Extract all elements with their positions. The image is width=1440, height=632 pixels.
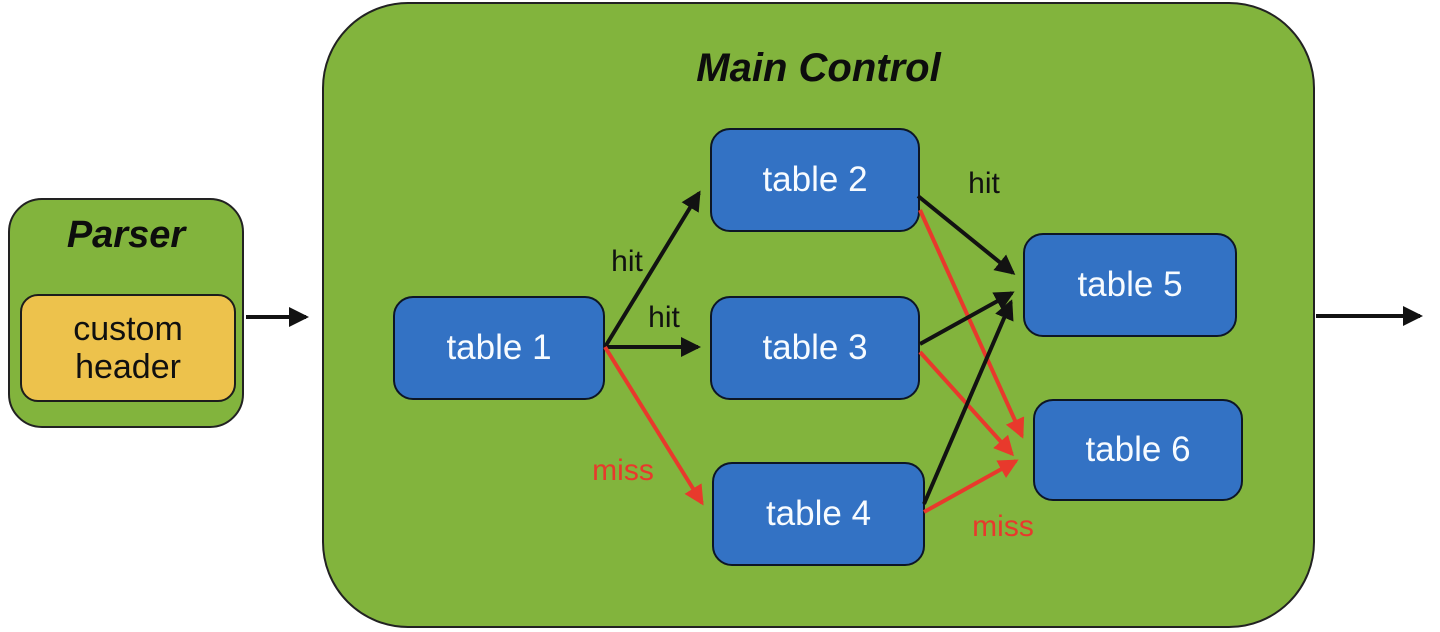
edge-label-hit-table2-table5: hit	[968, 167, 1000, 200]
node-table-2: table 2	[710, 128, 920, 232]
parser-block: Parser custom header	[8, 198, 244, 428]
node-table-4-label: table 4	[765, 494, 872, 533]
edge-label-miss-table1-table4: miss	[592, 454, 654, 487]
edge-label-miss-table4-table6: miss	[972, 510, 1034, 543]
parser-title: Parser	[66, 214, 186, 256]
custom-header-label: custom header	[73, 309, 183, 386]
node-table-1: table 1	[393, 296, 605, 400]
node-table-3-label: table 3	[762, 328, 868, 367]
node-table-3: table 3	[710, 296, 920, 400]
node-table-1-label: table 1	[446, 328, 552, 367]
node-table-6-label: table 6	[1085, 430, 1191, 469]
node-table-6: table 6	[1033, 399, 1243, 501]
node-table-4: table 4	[712, 462, 925, 566]
custom-header-box: custom header	[20, 294, 236, 402]
node-table-5-label: table 5	[1077, 265, 1183, 304]
main-control-title: Main Control	[696, 46, 941, 90]
edge-label-hit-table1-table3: hit	[648, 301, 680, 334]
edge-label-hit-table1-table2: hit	[611, 245, 643, 278]
node-table-5: table 5	[1023, 233, 1237, 337]
node-table-2-label: table 2	[762, 160, 868, 199]
